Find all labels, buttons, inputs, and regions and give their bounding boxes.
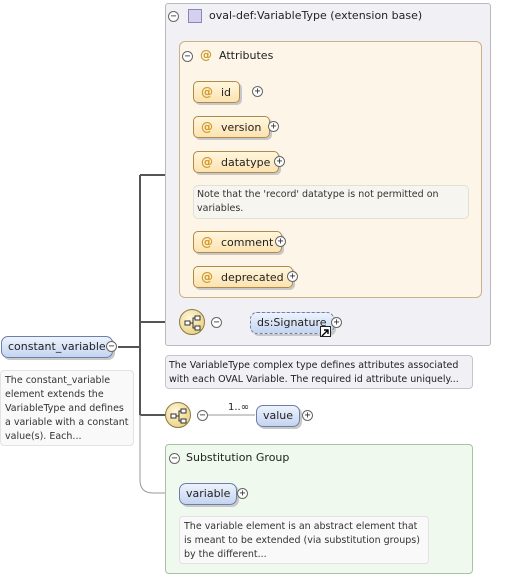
collapse-sequence-toggle[interactable]: − [211, 317, 222, 328]
attribute-name: comment [221, 236, 274, 249]
sequence-glyph-icon [170, 408, 187, 424]
complex-type-icon [188, 9, 202, 23]
attribute-comment[interactable]: @ comment [193, 231, 283, 253]
collapse-extension-toggle[interactable]: − [168, 11, 179, 22]
attribute-version[interactable]: @ version [193, 116, 271, 138]
sequence-glyph-icon [184, 315, 201, 331]
extension-title: oval-def:VariableType (extension base) [209, 9, 423, 22]
attributes-label: Attributes [219, 49, 274, 62]
attribute-deprecated[interactable]: @ deprecated [193, 266, 293, 288]
sequence-icon[interactable] [179, 309, 205, 335]
expand-comment-toggle[interactable]: + [275, 236, 286, 247]
expand-version-toggle[interactable]: + [268, 121, 279, 132]
attribute-icon: @ [201, 120, 213, 134]
attribute-name: deprecated [221, 271, 284, 284]
ds-signature-element[interactable]: ds:Signature [250, 312, 334, 334]
constant-variable-element[interactable]: constant_variable [1, 336, 113, 358]
sequence-icon[interactable] [165, 402, 191, 428]
expand-datatype-toggle[interactable]: + [274, 156, 285, 167]
collapse-root-toggle[interactable]: − [106, 341, 117, 352]
attribute-icon: @ [201, 85, 213, 99]
attribute-icon: @ [200, 48, 212, 62]
attribute-icon: @ [201, 270, 213, 284]
variable-type-description: The VariableType complex type defines at… [165, 355, 473, 389]
constant-variable-description: The constant_variable element extends th… [0, 370, 134, 446]
expand-deprecated-toggle[interactable]: + [287, 271, 298, 282]
attribute-icon: @ [201, 235, 213, 249]
value-element[interactable]: value [256, 405, 301, 427]
expand-value-toggle[interactable]: + [302, 410, 313, 421]
datatype-note: Note that the 'record' datatype is not p… [193, 185, 469, 219]
collapse-attributes-toggle[interactable]: − [182, 51, 193, 62]
substitution-group-title: Substitution Group [186, 451, 290, 464]
expand-id-toggle[interactable]: + [252, 86, 263, 97]
reference-arrow-icon [320, 326, 331, 337]
value-cardinality: 1..∞ [228, 402, 250, 413]
attribute-name: version [221, 121, 262, 134]
expand-signature-toggle[interactable]: + [331, 317, 342, 328]
variable-element[interactable]: variable [179, 483, 238, 505]
expand-variable-toggle[interactable]: + [237, 488, 248, 499]
attribute-datatype[interactable]: @ datatype [193, 151, 280, 173]
attribute-name: datatype [221, 156, 271, 169]
variable-description: The variable element is an abstract elem… [179, 516, 429, 564]
attribute-icon: @ [201, 155, 213, 169]
collapse-substitution-toggle[interactable]: − [169, 453, 180, 464]
collapse-sequence-toggle[interactable]: − [197, 410, 208, 421]
attribute-id[interactable]: @ id [193, 81, 241, 103]
attribute-name: id [221, 86, 232, 99]
